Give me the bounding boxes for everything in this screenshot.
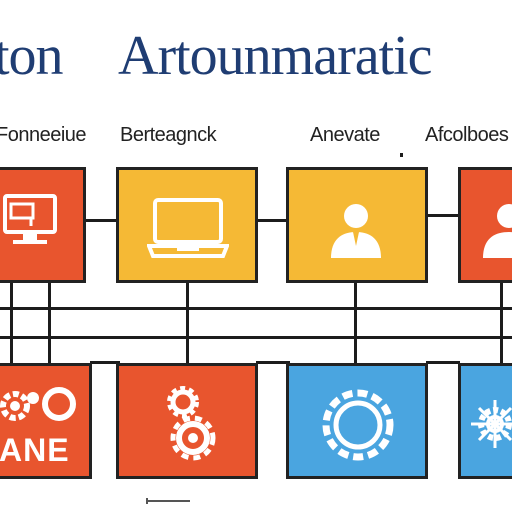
title-fragment: ton	[0, 25, 64, 87]
node-laptop	[116, 167, 258, 283]
gear-icon	[471, 400, 512, 448]
node-cog-wheel	[286, 363, 428, 479]
column-label-3: Anevate	[310, 124, 380, 146]
column-label-1: Fonneeiue	[0, 124, 87, 146]
laptop-icon	[147, 198, 229, 258]
connector-line	[354, 283, 357, 365]
connector-line	[84, 219, 118, 222]
user-icon	[331, 204, 381, 258]
connector-bus-upper	[0, 307, 512, 310]
footer-mark	[146, 500, 190, 502]
node-user-partial	[458, 167, 512, 283]
monitor-icon	[3, 194, 57, 244]
box-text: ANE	[0, 432, 70, 468]
node-user	[286, 167, 428, 283]
label-dot	[400, 153, 403, 157]
gear-icon	[0, 387, 76, 421]
connector-line	[90, 361, 120, 364]
connector-line	[48, 283, 51, 365]
diagram-title: Artounmaratic	[118, 25, 433, 87]
cog-wheel-icon	[322, 389, 394, 461]
connector-line	[10, 283, 13, 365]
connector-line	[256, 219, 290, 222]
gears-icon	[167, 386, 216, 461]
connector-line	[256, 361, 290, 364]
connector-line	[426, 361, 460, 364]
column-label-4: Afcolboes	[425, 124, 509, 146]
column-label-2: Berteagnck	[120, 124, 217, 146]
footer-mark	[146, 498, 148, 504]
connector-line	[426, 214, 460, 217]
connector-line	[500, 283, 503, 365]
node-monitor	[0, 167, 86, 283]
node-gear-partial	[458, 363, 512, 479]
connector-bus-lower	[0, 336, 512, 339]
connector-line	[186, 283, 189, 365]
user-icon	[483, 204, 512, 258]
node-gear-ane: ANE	[0, 363, 92, 479]
node-gears	[116, 363, 258, 479]
